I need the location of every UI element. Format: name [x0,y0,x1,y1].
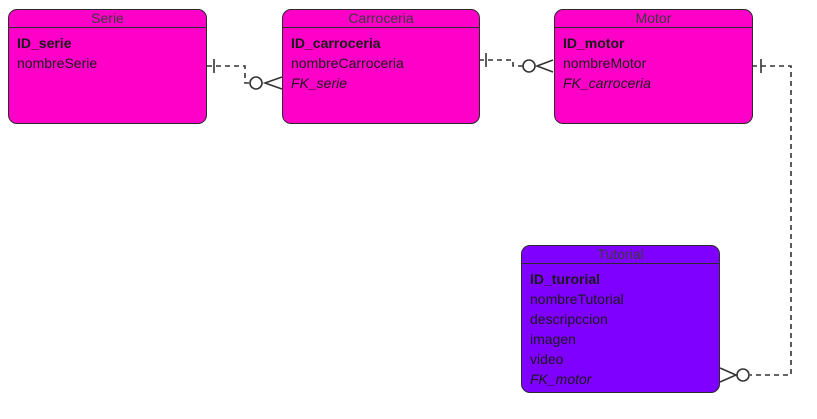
entity-serie[interactable]: Serie ID_serie nombreSerie [8,9,207,124]
zero-marker-carroceria [249,76,263,90]
connector-serie-carroceria [207,59,283,90]
attribute-list: ID_turorial nombreTutorial descripccion ima… [522,264,719,389]
attribute: nombreCarroceria [291,55,404,71]
connector-carroceria-motor [479,53,554,73]
attribute: imagen [530,331,576,347]
attribute: video [530,351,564,367]
attribute: nombreSerie [17,55,98,71]
foreign-key-attribute: FK_carroceria [563,75,651,91]
connector-motor-tutorial [719,59,792,383]
entity-title: Serie [9,10,206,28]
entity-tutorial[interactable]: Tutorial ID_turorial nombreTutorial descri… [521,245,720,393]
attribute: nombreTutorial [530,291,624,307]
foreign-key-attribute: FK_serie [291,75,348,91]
zero-marker-tutorial [736,368,750,382]
attribute: descripccion [530,311,608,327]
attribute-list: ID_serie nombreSerie [9,28,206,73]
primary-key-attribute: ID_motor [563,35,625,51]
attribute: nombreMotor [563,55,647,71]
foreign-key-attribute: FK_motor [530,371,592,387]
crowfoot-tutorial [719,367,738,383]
zero-marker-motor [522,59,536,73]
crowfoot-carroceria [262,76,283,90]
entity-title: Tutorial [522,246,719,264]
entity-title: Carroceria [283,10,479,28]
primary-key-attribute: ID_turorial [530,271,601,287]
primary-key-attribute: ID_serie [17,35,72,51]
primary-key-attribute: ID_carroceria [291,35,381,51]
entity-carroceria[interactable]: Carroceria ID_carroceria nombreCarroceria… [282,9,480,124]
entity-title: Motor [555,10,752,28]
crowfoot-motor [534,59,554,73]
